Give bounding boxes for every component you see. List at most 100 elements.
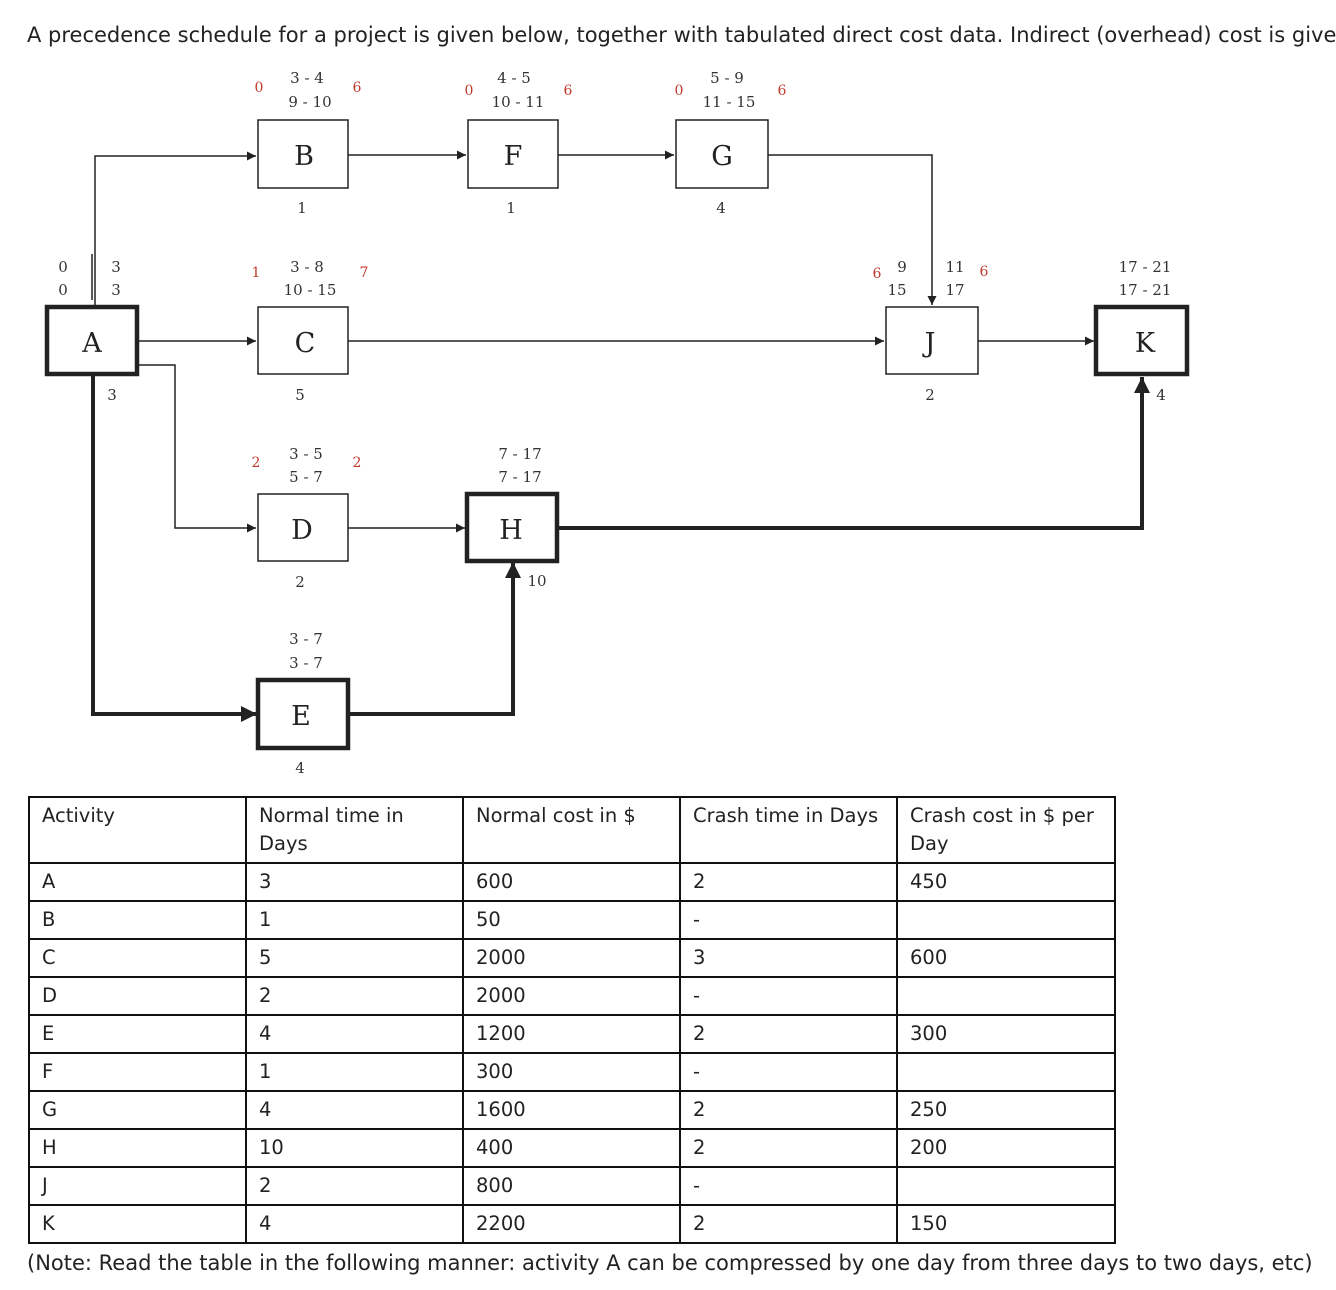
node-k-duration: 4 [1156, 386, 1166, 404]
node-d-label: D [291, 515, 313, 546]
table-row: G 4 1600 2 250 [28, 1090, 1116, 1130]
node-j-box [885, 306, 979, 375]
node-d-top: 3 - 5 [289, 445, 323, 463]
node-c-box [257, 306, 349, 375]
node-k-bottom: 17 - 21 [1119, 281, 1172, 299]
cell-crash-time: - [679, 900, 898, 940]
cell-normal-time: 2 [245, 976, 464, 1016]
node-a-es: 0 [58, 258, 68, 276]
node-b-box [257, 119, 349, 189]
cell-normal-cost: 400 [462, 1128, 681, 1168]
cell-crash-cost [896, 900, 1116, 940]
arrow-a-d [137, 364, 256, 533]
node-a-lf: 3 [111, 281, 121, 299]
cell-normal-cost: 2000 [462, 976, 681, 1016]
cell-normal-time: 10 [245, 1128, 464, 1168]
cell-crash-time: - [679, 1166, 898, 1206]
arrow-h-k [558, 377, 1150, 530]
cell-normal-time: 1 [245, 900, 464, 940]
precedence-diagram: A B C D E F G H J K 0 0 3 3 3 3 - 4 9 - … [44, 69, 1190, 777]
node-e-box [255, 677, 351, 751]
cell-activity: G [28, 1090, 247, 1130]
intro-text: A precedence schedule for a project is g… [27, 23, 1336, 47]
node-g-float-right: 6 [778, 83, 787, 99]
cell-activity: B [28, 900, 247, 940]
node-d-float-right: 2 [353, 455, 362, 471]
cell-normal-time: 2 [245, 1166, 464, 1206]
cell-normal-time: 1 [245, 1052, 464, 1092]
cell-normal-time: 4 [245, 1014, 464, 1054]
cell-crash-time: 2 [679, 1090, 898, 1130]
node-j-left-top: 9 [897, 258, 907, 276]
node-k-box [1093, 304, 1190, 377]
arrow-g-j [768, 154, 937, 305]
table-header-row: Activity Normal time in Days Normal cost… [28, 796, 1116, 864]
node-j-float-left: 6 [873, 266, 882, 282]
node-g-top: 5 - 9 [710, 69, 744, 87]
node-g-bottom: 11 - 15 [703, 93, 756, 111]
node-h-bottom: 7 - 17 [498, 468, 541, 486]
cell-activity: K [28, 1204, 247, 1244]
node-g-box [675, 119, 769, 189]
node-b-float-right: 6 [353, 80, 362, 96]
node-d-box [257, 493, 349, 562]
node-d-float-left: 2 [252, 455, 261, 471]
node-a-ls: 0 [58, 281, 68, 299]
cell-normal-cost: 1200 [462, 1014, 681, 1054]
node-j-float-right: 6 [980, 264, 989, 280]
cell-crash-time: 2 [679, 1128, 898, 1168]
cell-crash-time: 2 [679, 1204, 898, 1244]
node-j-right-top: 11 [945, 258, 964, 276]
table-row: F 1 300 - [28, 1052, 1116, 1092]
node-f-bottom: 10 - 11 [492, 93, 545, 111]
node-e-top: 3 - 7 [289, 630, 323, 648]
arrow-a-b [94, 151, 256, 307]
activity-boxes [44, 119, 1190, 751]
node-g-duration: 4 [716, 199, 726, 217]
node-f-label: F [504, 141, 523, 172]
connectors [94, 150, 1094, 533]
node-j-duration: 2 [925, 386, 935, 404]
table-row: C 5 2000 3 600 [28, 938, 1116, 978]
node-e-bottom: 3 - 7 [289, 654, 323, 672]
cell-normal-cost: 600 [462, 862, 681, 902]
cell-normal-cost: 300 [462, 1052, 681, 1092]
header-crash-time: Crash time in Days [679, 796, 898, 864]
cell-activity: J [28, 1166, 247, 1206]
node-j-left-bottom: 15 [887, 281, 906, 299]
node-a-label: A [81, 328, 102, 359]
node-b-bottom: 9 - 10 [288, 93, 331, 111]
critical-path [91, 375, 1150, 722]
cell-crash-cost: 200 [896, 1128, 1116, 1168]
cell-crash-cost: 250 [896, 1090, 1116, 1130]
node-f-float-left: 0 [465, 83, 474, 99]
node-d-duration: 2 [295, 573, 305, 591]
cell-crash-cost: 300 [896, 1014, 1116, 1054]
cell-activity: H [28, 1128, 247, 1168]
header-normal-time: Normal time in Days [245, 796, 464, 864]
table-row: A 3 600 2 450 [28, 862, 1116, 902]
cell-normal-cost: 50 [462, 900, 681, 940]
cell-activity: D [28, 976, 247, 1016]
node-a-duration: 3 [107, 386, 117, 404]
cell-normal-time: 5 [245, 938, 464, 978]
note-text: (Note: Read the table in the following m… [27, 1251, 1313, 1275]
cell-normal-time: 4 [245, 1204, 464, 1244]
node-j-right-bottom: 17 [945, 281, 964, 299]
node-h-duration: 10 [527, 572, 546, 590]
cell-crash-cost [896, 1166, 1116, 1206]
node-a-box [44, 304, 140, 377]
node-f-duration: 1 [506, 199, 516, 217]
node-c-duration: 5 [295, 386, 305, 404]
cell-crash-time: - [679, 976, 898, 1016]
node-b-label: B [294, 141, 314, 172]
node-c-top: 3 - 8 [290, 258, 324, 276]
cell-crash-cost: 600 [896, 938, 1116, 978]
node-f-box [467, 119, 559, 189]
node-k-top: 17 - 21 [1119, 258, 1172, 276]
cell-crash-cost: 450 [896, 862, 1116, 902]
table-row: K 4 2200 2 150 [28, 1204, 1116, 1244]
node-b-float-left: 0 [255, 80, 264, 96]
cell-activity: F [28, 1052, 247, 1092]
cell-normal-time: 3 [245, 862, 464, 902]
